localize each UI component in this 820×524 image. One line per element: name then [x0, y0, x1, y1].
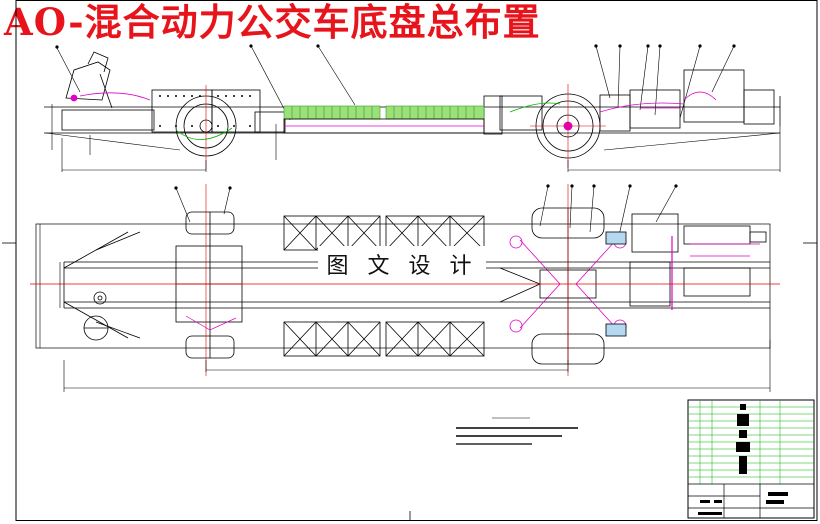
rear-engine-block — [629, 69, 775, 129]
front-steering-assembly — [65, 51, 113, 109]
side-ground-lines — [45, 96, 781, 172]
steering-gear-plan — [83, 291, 109, 341]
title-block-stamp — [698, 404, 788, 515]
rear-wheel-side — [530, 84, 606, 168]
rear-engine-plan — [629, 213, 767, 310]
battery-boxes-plan-upper — [283, 215, 485, 251]
air-tank-plan — [605, 231, 627, 337]
rear-axle-plan — [499, 207, 627, 365]
sheet-border — [15, 0, 818, 521]
side-elevation — [44, 44, 781, 172]
title-block — [687, 399, 815, 519]
technical-notes — [456, 417, 578, 445]
watermark-label: 图 文 设 计 — [318, 246, 486, 282]
front-wheel-side — [175, 85, 237, 170]
battery-boxes-plan-lower — [283, 321, 485, 357]
side-callout-leaders — [55, 44, 736, 121]
battery-pack-side — [283, 105, 485, 120]
plan-view — [30, 184, 780, 392]
drawing-title: AO-混合动力公交车底盘总布置 — [4, 0, 541, 44]
frame-bolt-pattern — [159, 95, 251, 127]
plan-dimensions — [39, 224, 771, 392]
plan-callout-leaders — [174, 184, 678, 241]
front-wheels-plan — [175, 211, 243, 359]
plan-envelope — [35, 223, 771, 349]
